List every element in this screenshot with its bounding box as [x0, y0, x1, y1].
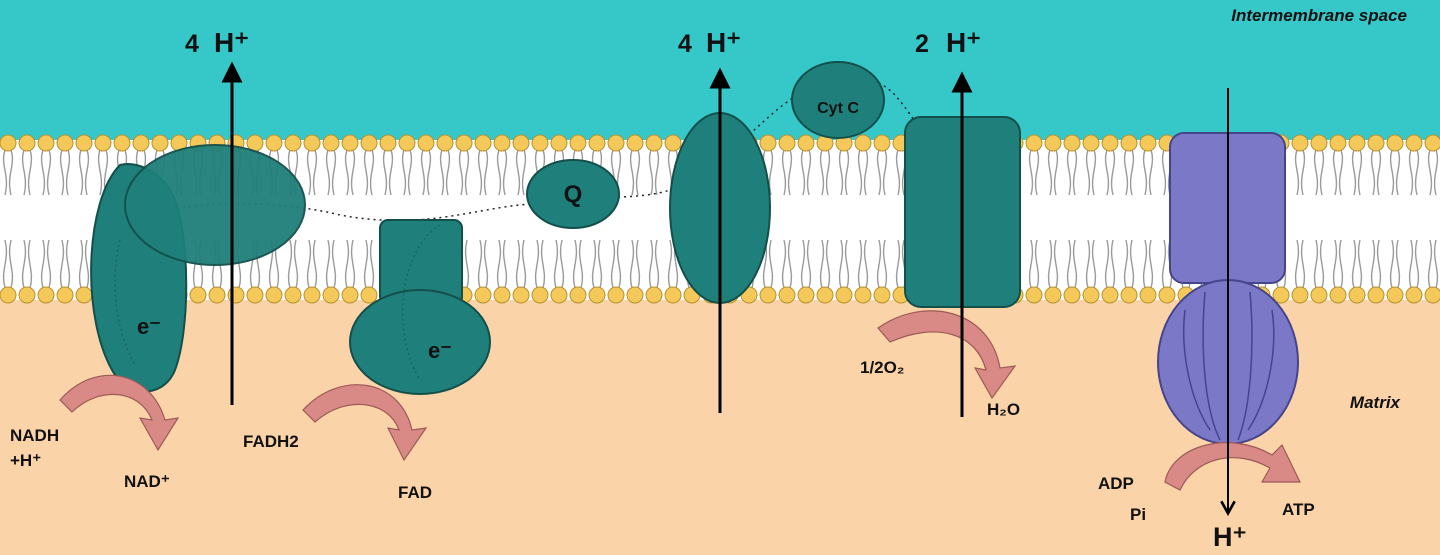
complex-3-proton-label: H⁺ — [706, 27, 741, 58]
atp-label: ATP — [1282, 500, 1315, 519]
complex-2 — [349, 219, 491, 395]
lipid-bilayer — [0, 134, 1440, 304]
pi-label: Pi — [1130, 505, 1146, 524]
ubiquinone-q — [526, 159, 620, 229]
nadh-oxidation-arrow — [59, 374, 180, 452]
complex-1-proton-count: 4 — [185, 30, 199, 58]
complex-2-body — [349, 289, 491, 395]
complex-1-proton-label: H⁺ — [214, 27, 249, 58]
oxygen-label: 1/2O₂ — [860, 358, 904, 377]
nadh-label: NADH — [10, 426, 59, 445]
adp-label: ADP — [1098, 474, 1134, 493]
complex-1-body — [124, 144, 306, 266]
nad-plus-label: NAD⁺ — [124, 472, 170, 491]
nadh-plus-h-label: +H⁺ — [10, 451, 41, 470]
complex-4-proton-label: H⁺ — [946, 27, 981, 58]
fadh2-label: FADH2 — [243, 432, 299, 451]
ubiquinone-label: Q — [564, 181, 583, 208]
complex-3-proton-count: 4 — [678, 30, 692, 58]
complex-2-electron-label: e⁻ — [428, 338, 452, 363]
complex-4-proton-count: 2 — [915, 30, 929, 58]
water-label: H₂O — [987, 400, 1020, 419]
oxygen-reduction-arrow — [877, 310, 1017, 400]
atp-synthase-proton-label: H⁺ — [1213, 522, 1247, 552]
fad-label: FAD — [398, 483, 432, 502]
complex-1 — [90, 144, 306, 393]
cytochrome-c — [791, 61, 885, 139]
matrix-label: Matrix — [1350, 393, 1402, 412]
complex-1-electron-label: e⁻ — [137, 314, 161, 339]
cytochrome-c-label: Cyt C — [817, 100, 859, 117]
fadh2-oxidation-arrow — [302, 384, 428, 462]
intermembrane-space-label: Intermembrane space — [1231, 6, 1407, 25]
atp-synthesis-arrow — [1164, 442, 1301, 491]
